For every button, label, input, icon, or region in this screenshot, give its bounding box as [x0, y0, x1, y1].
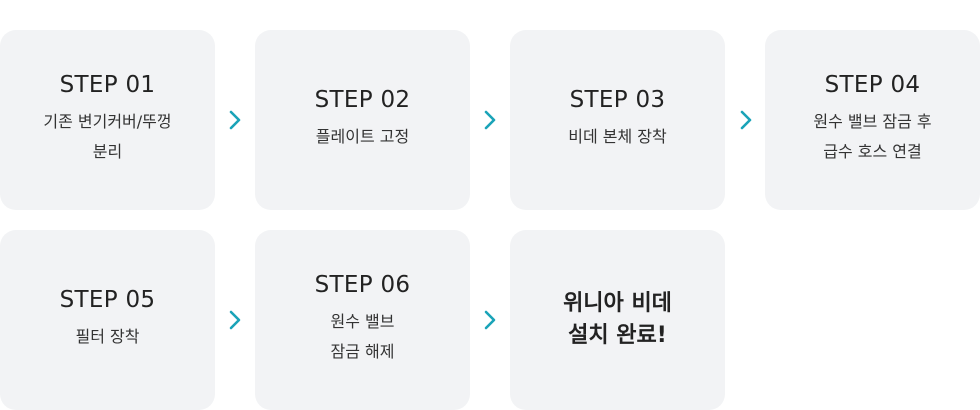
step-card-06: STEP 06 원수 밸브 잠금 해제: [255, 230, 470, 410]
chevron-right-icon: [229, 310, 241, 330]
step-description-line: 비데 본체 장착: [568, 126, 667, 146]
step-card-04: STEP 04 원수 밸브 잠금 후 급수 호스 연결: [765, 30, 980, 210]
chevron-right-icon: [740, 110, 752, 130]
step-card-01: STEP 01 기존 변기커버/뚜껑 분리: [0, 30, 215, 210]
step-description-line: 원수 밸브: [330, 311, 395, 331]
step-label: STEP 06: [314, 271, 411, 298]
final-title-line: 위니아 비데: [563, 291, 672, 316]
chevron-right-icon: [484, 110, 496, 130]
step-description-line: 플레이트 고정: [315, 126, 410, 146]
step-label: STEP 02: [314, 86, 411, 113]
step-description-line: 잠금 해제: [330, 341, 395, 361]
chevron-right-icon: [229, 110, 241, 130]
step-card-05: STEP 05 필터 장착: [0, 230, 215, 410]
step-description-line: 기존 변기커버/뚜껑: [43, 111, 172, 131]
step-label: STEP 05: [59, 286, 156, 313]
step-label: STEP 04: [824, 71, 921, 98]
final-title-line: 설치 완료!: [568, 323, 667, 348]
step-description-line: 급수 호스 연결: [823, 141, 922, 161]
step-label: STEP 03: [569, 86, 666, 113]
step-description-line: 원수 밸브 잠금 후: [813, 111, 932, 131]
step-description-line: 분리: [92, 141, 123, 161]
step-label: STEP 01: [59, 71, 156, 98]
chevron-right-icon: [484, 310, 496, 330]
step-card-02: STEP 02 플레이트 고정: [255, 30, 470, 210]
step-card-final: 위니아 비데 설치 완료!: [510, 230, 725, 410]
step-card-03: STEP 03 비데 본체 장착: [510, 30, 725, 210]
step-description-line: 필터 장착: [75, 326, 140, 346]
